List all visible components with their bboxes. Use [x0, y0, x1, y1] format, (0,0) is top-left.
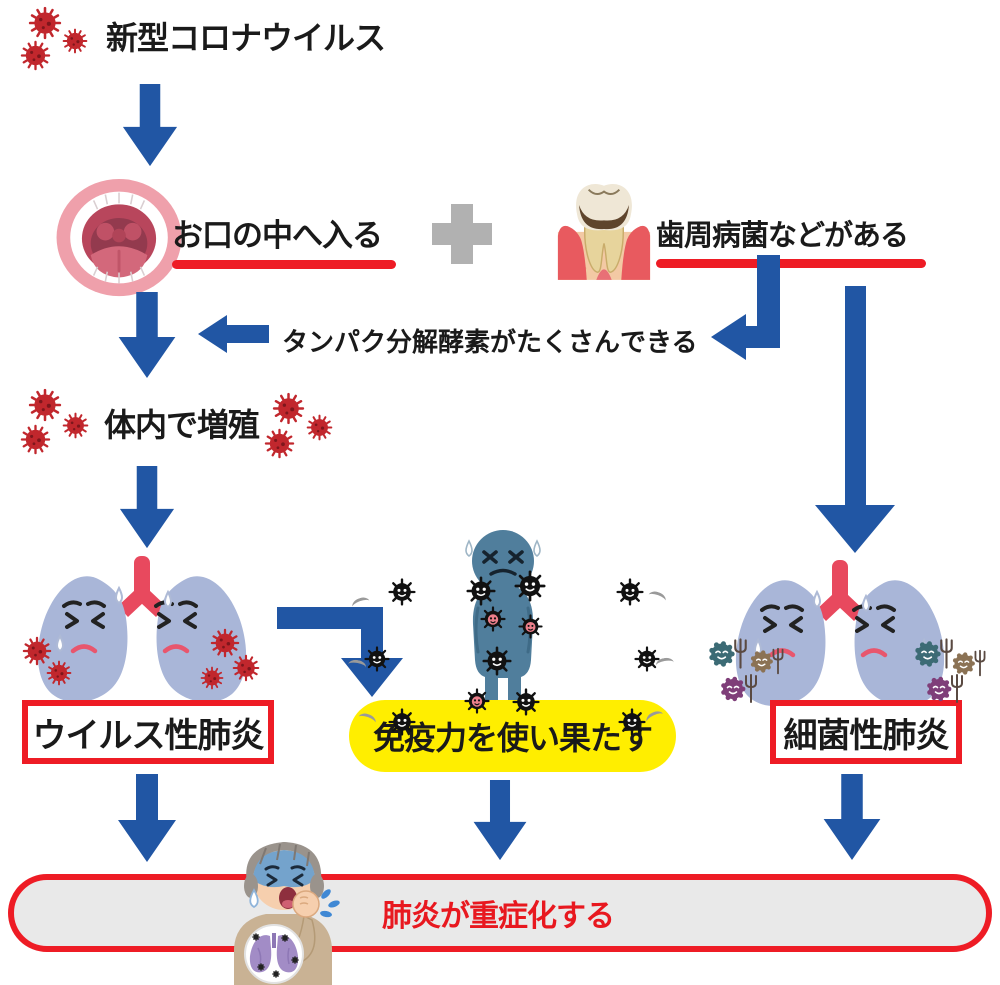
severe-pneumonia-label: 肺炎が重症化する — [382, 900, 615, 933]
arrow-down-icon — [820, 774, 884, 862]
germ-icon — [482, 646, 512, 676]
coronavirus-icon — [232, 654, 260, 682]
viral-pneumonia-label: ウイルス性肺炎 — [32, 716, 265, 755]
coronavirus-icon — [28, 6, 62, 40]
bacteria-icon — [718, 672, 762, 706]
step-perio: 歯周病菌などがある — [656, 212, 926, 268]
germ-icon — [618, 708, 646, 736]
open-mouth-icon — [52, 177, 187, 299]
immune-exhausted-box: 免疫力を使い果たす — [349, 700, 676, 772]
long-arrow-down-icon — [815, 286, 895, 553]
coronavirus-icon — [46, 660, 72, 686]
germ-icon — [364, 646, 390, 672]
red-underline — [172, 260, 396, 269]
coronavirus-icon — [62, 412, 89, 439]
bacteria-icon — [706, 636, 752, 672]
coronavirus-icon — [20, 424, 51, 455]
red-underline — [656, 259, 926, 268]
bacterial-pneumonia-label: 細菌性肺炎 — [783, 716, 950, 755]
virus-cluster-right — [260, 390, 344, 466]
coronavirus-icon — [28, 388, 62, 422]
plus-icon — [432, 204, 492, 264]
step-multiply-label: 体内で増殖 — [104, 407, 260, 443]
arrow-left-icon — [197, 314, 269, 354]
coronavirus-icon — [62, 28, 88, 54]
immune-exhausted-label: 免疫力を使い果たす — [372, 720, 653, 756]
bacteria-icon — [924, 672, 968, 706]
germ-icon — [616, 578, 644, 606]
germ-icon — [480, 606, 506, 632]
step-mouth: お口の中へ入る — [172, 210, 396, 269]
germ-icon — [514, 570, 546, 602]
motion-dash — [646, 589, 668, 607]
diagram-title: 新型コロナウイルス — [106, 20, 386, 56]
coronavirus-icon — [272, 392, 305, 425]
germ-icon — [466, 576, 496, 606]
germ-icon — [464, 688, 490, 714]
germ-icon — [518, 614, 543, 639]
elbow-arrow-icon — [277, 607, 403, 697]
coughing-person-icon — [216, 836, 354, 985]
arrow-down-icon — [115, 466, 179, 550]
step-enzyme-label: タンパク分解酵素がたくさんできる — [282, 327, 698, 357]
severe-pneumonia-banner: 肺炎が重症化する — [8, 874, 992, 952]
virus-cluster-top — [16, 2, 100, 78]
step-mouth-label: お口の中へ入る — [172, 218, 383, 253]
germ-icon — [512, 688, 540, 716]
arrow-down-icon — [468, 780, 532, 862]
return-arrow-icon — [711, 255, 780, 360]
coronavirus-icon — [264, 428, 295, 459]
virus-cluster-left — [18, 386, 102, 462]
viral-pneumonia-box: ウイルス性肺炎 — [22, 700, 274, 764]
bacterial-pneumonia-box: 細菌性肺炎 — [770, 700, 962, 764]
periodontitis-tooth-icon — [556, 176, 652, 282]
coronavirus-icon — [200, 666, 224, 690]
coronavirus-icon — [306, 414, 333, 441]
arrow-down-icon — [118, 84, 182, 168]
germ-icon — [388, 578, 416, 606]
germ-icon — [634, 646, 660, 672]
arrow-down-icon — [115, 774, 179, 864]
arrow-down-icon — [115, 292, 179, 380]
germ-icon — [388, 708, 416, 736]
coronavirus-icon — [20, 40, 51, 71]
step-perio-label: 歯周病菌などがある — [656, 220, 909, 252]
